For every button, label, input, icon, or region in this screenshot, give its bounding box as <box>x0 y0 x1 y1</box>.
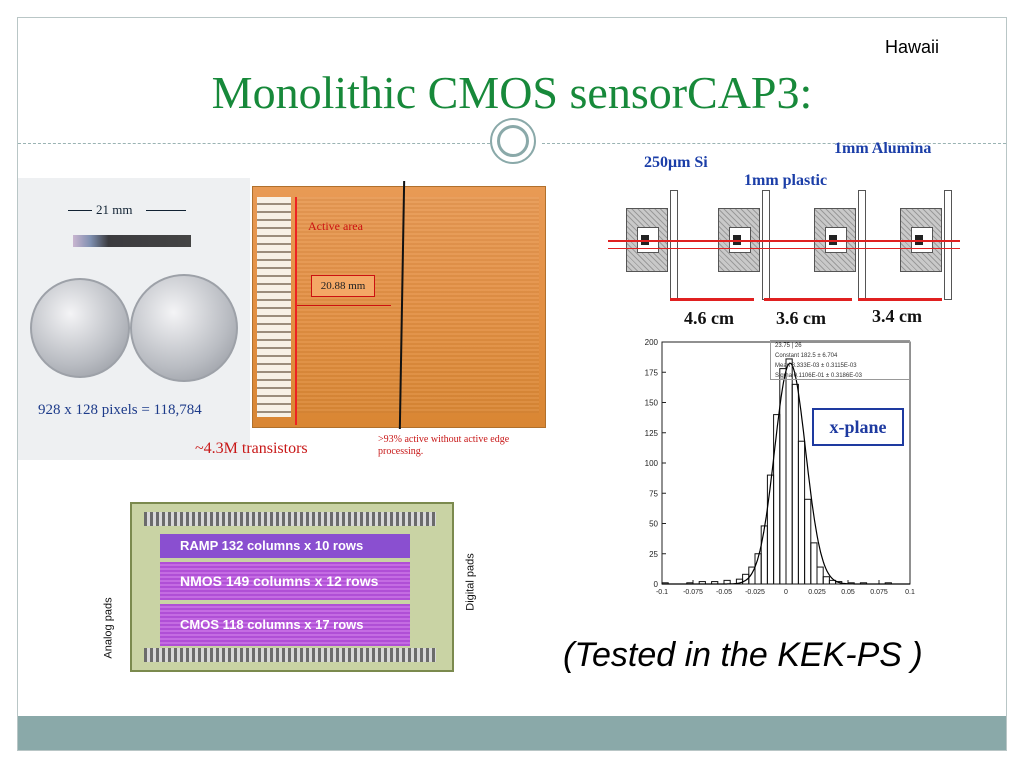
width-label: 20.88 mm <box>311 275 375 297</box>
si-label: 250μm Si <box>644 154 708 171</box>
plate-4 <box>944 190 952 300</box>
dimension-label: 21 mm <box>96 202 133 217</box>
stats-line-4: Sigma 0.1106E-01 ± 0.3186E-03 <box>775 373 862 379</box>
y-tick-label-2: 50 <box>649 520 658 529</box>
active-fraction-note: >93% active without active edge processi… <box>378 434 510 457</box>
pad-ring-bottom <box>144 648 436 662</box>
stats-line-2: Constant 182.5 ± 6.704 <box>775 353 838 359</box>
sensor-die-photo: Active area 20.88 mm <box>252 181 546 429</box>
hist-bar-17 <box>804 498 812 585</box>
x-tick-label-4: 0 <box>784 589 788 596</box>
readout-chip-layout: RAMP 132 columns x 10 rows NMOS 149 colu… <box>103 498 477 688</box>
nmos-block: NMOS 149 columns x 12 rows <box>160 562 410 600</box>
pad-column <box>257 197 291 417</box>
pad-ring-top <box>144 512 436 526</box>
x-tick-label-2: -0.05 <box>716 589 732 596</box>
y-tick-label-5: 125 <box>645 429 659 438</box>
footer-bar <box>18 716 1006 750</box>
slide-frame <box>17 17 1007 751</box>
distance-label-2: 3.6 cm <box>776 308 826 328</box>
title-divider-left <box>18 143 490 144</box>
stats-line-1: 23.75 | 26 <box>775 343 802 349</box>
plastic-label: 1mm plastic <box>744 172 828 189</box>
cmos-block: CMOS 118 columns x 17 rows <box>160 604 410 646</box>
coin-right <box>130 274 238 382</box>
x-tick-label-3: -0.025 <box>745 589 765 596</box>
ramp-block: RAMP 132 columns x 10 rows <box>160 534 410 558</box>
y-tick-label-6: 150 <box>645 399 659 408</box>
distance-arrow-3 <box>858 298 942 301</box>
beam-line-secondary <box>608 248 960 249</box>
sensor-coin-photo: 21 mm 928 x 128 pixels = 118,784 <box>18 178 250 460</box>
coin-left <box>30 278 130 378</box>
y-tick-label-0: 0 <box>654 580 659 589</box>
hist-bar-18 <box>810 542 818 585</box>
plate-2 <box>762 190 770 300</box>
beam-test-diagram: 250μm Si 1mm plastic 1mm Alumina 4.6 cm … <box>608 140 998 330</box>
x-tick-label-7: 0.075 <box>870 589 888 596</box>
stats-line-3: Mean 8.333E-03 ± 0.3115E-03 <box>775 363 857 369</box>
active-area-label: Active area <box>308 219 363 233</box>
analog-pads-label: Analog pads <box>102 597 115 659</box>
title-divider-right <box>542 143 1006 144</box>
digital-pads-label: Digital pads <box>464 553 477 611</box>
x-tick-label-1: -0.075 <box>683 589 703 596</box>
hist-bar-19 <box>816 566 824 585</box>
slide-title: Monolithic CMOS sensorCAP3: <box>211 67 813 118</box>
transistor-count: ~4.3M transistors <box>195 440 308 457</box>
gaussian-fit-curve <box>662 362 910 585</box>
plate-3 <box>858 190 866 300</box>
alumina-label: 1mm Alumina <box>834 140 932 157</box>
y-tick-label-4: 100 <box>645 459 659 468</box>
distance-arrow-1 <box>670 298 754 301</box>
y-tick-label-1: 25 <box>649 550 658 559</box>
beam-line <box>608 240 960 242</box>
x-tick-label-8: 0.1 <box>905 589 915 596</box>
y-tick-label-8: 200 <box>645 338 659 347</box>
y-tick-label-7: 175 <box>645 368 659 377</box>
plate-1 <box>670 190 678 300</box>
x-plane-label: x-plane <box>812 408 904 446</box>
active-boundary-line <box>295 197 297 425</box>
x-tick-label-0: -0.1 <box>656 589 668 596</box>
width-arrow <box>297 305 391 306</box>
pixel-count: 928 x 128 pixels = 118,784 <box>38 402 202 418</box>
x-tick-label-5: 0.025 <box>808 589 826 596</box>
residual-histogram: 0 25 50 75 100 125 150 175 200 -0.1 -0.075 -0.05 -0.… <box>624 330 924 598</box>
distance-arrow-2 <box>764 298 852 301</box>
author-label: Hawaii <box>885 37 940 57</box>
sensor-strip <box>73 235 191 247</box>
x-tick-label-6: 0.05 <box>841 589 855 596</box>
distance-label-1: 4.6 cm <box>684 308 734 328</box>
fit-stats-box: 23.75 | 26 Constant 182.5 ± 6.704 Mean 8… <box>770 340 910 380</box>
y-tick-label-3: 75 <box>649 489 658 498</box>
dimension-arrow-right <box>146 210 186 211</box>
test-caption: (Tested in the KEK-PS ) <box>563 636 923 674</box>
divider-ornament <box>490 118 536 164</box>
dimension-arrow-left <box>68 210 92 211</box>
histogram-plot: 0 25 50 75 100 125 150 175 200 -0.1 -0.075 -0.05 -0.… <box>645 338 915 596</box>
distance-label-3: 3.4 cm <box>872 306 922 326</box>
